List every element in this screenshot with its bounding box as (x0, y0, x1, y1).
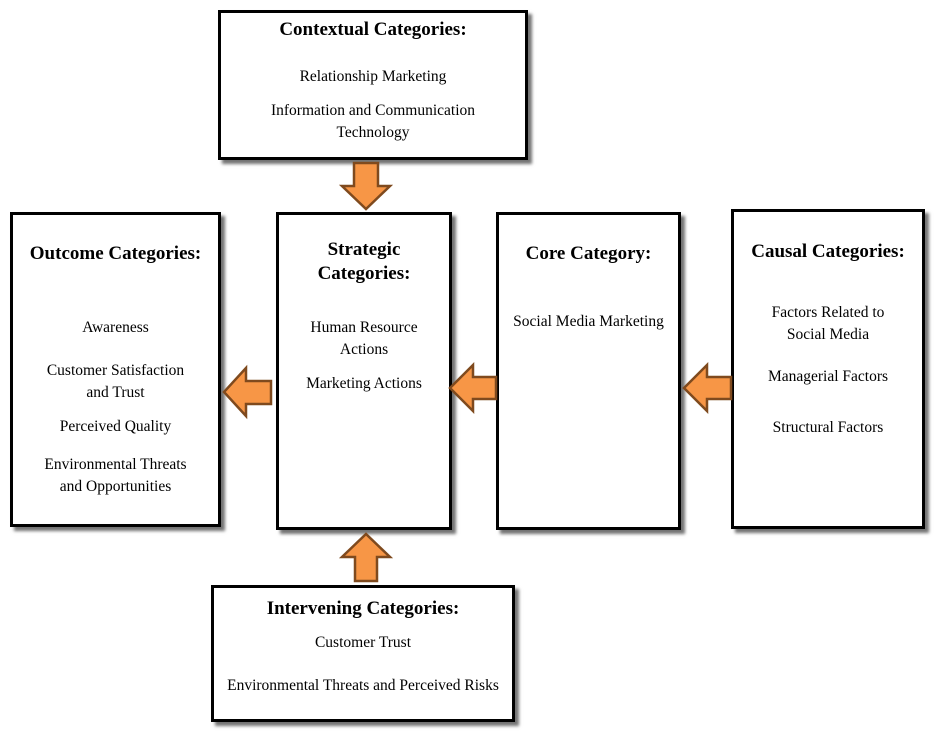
strategic-heading-line2: Categories: (317, 263, 411, 284)
intervening-heading: Intervening Categories: (266, 598, 460, 619)
causal-categories-box: Causal Categories: Factors Related to So… (731, 209, 925, 529)
contextual-heading: Contextual Categories: (279, 19, 467, 40)
outcome-item-satisfaction-line2: and Trust (86, 384, 145, 401)
causal-item-social-media-factors-line2: Social Media (786, 326, 870, 343)
contextual-item-ict-line2: Technology (336, 124, 410, 141)
strategic-item-hr-line1: Human Resource (310, 319, 418, 336)
strategic-heading-line1: Strategic (327, 239, 401, 260)
strategic-item-marketing-actions: Marketing Actions (306, 375, 422, 392)
intervening-item-customer-trust: Customer Trust (314, 634, 412, 651)
intervening-categories-box: Intervening Categories: Customer Trust E… (211, 585, 515, 722)
causal-item-structural-factors: Structural Factors (772, 419, 884, 436)
contextual-item-relationship-marketing: Relationship Marketing (299, 68, 447, 85)
outcome-item-env-threats-line1: Environmental Threats (44, 456, 187, 473)
intervening-item-env-threats-risks: Environmental Threats and Perceived Risk… (227, 677, 499, 694)
causal-heading: Causal Categories: (751, 241, 905, 262)
arrow-strategic-to-outcome (222, 364, 273, 420)
arrow-causal-to-core (682, 361, 733, 415)
outcome-item-env-threats-line2: and Opportunities (59, 478, 172, 495)
outcome-categories-box: Outcome Categories: Awareness Customer S… (10, 212, 221, 527)
contextual-categories-box: Contextual Categories: Relationship Mark… (218, 10, 528, 160)
strategic-item-hr-line2: Actions (339, 341, 389, 358)
outcome-item-awareness: Awareness (82, 319, 149, 336)
core-heading: Core Category: (525, 243, 652, 264)
causal-item-social-media-factors-line1: Factors Related to (771, 304, 885, 321)
core-item-social-media-marketing: Social Media Marketing (513, 313, 664, 330)
core-category-box: Core Category: Social Media Marketing (496, 212, 681, 530)
causal-item-managerial-factors: Managerial Factors (767, 368, 889, 385)
outcome-item-perceived-quality: Perceived Quality (59, 418, 172, 435)
arrow-core-to-strategic (448, 361, 498, 415)
arrow-contextual-to-strategic (338, 161, 394, 211)
arrow-intervening-to-strategic (338, 532, 394, 583)
strategic-categories-box: Strategic Categories: Human Resource Act… (276, 212, 452, 530)
outcome-item-satisfaction-line1: Customer Satisfaction (46, 362, 185, 379)
outcome-heading: Outcome Categories: (29, 243, 202, 264)
contextual-item-ict-line1: Information and Communication (270, 102, 476, 119)
